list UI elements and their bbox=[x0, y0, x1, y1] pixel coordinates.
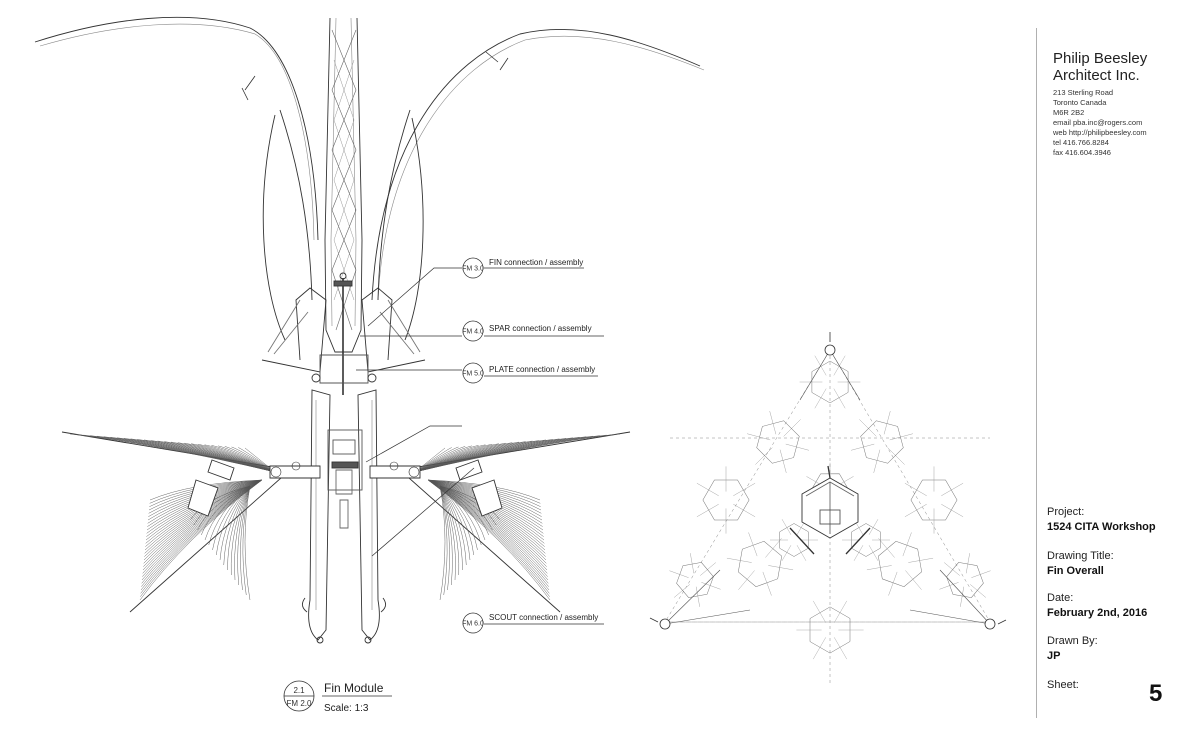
callout-labels: FM 3.0 FIN connection / assembly FM 4.0 … bbox=[462, 258, 598, 628]
callout-fm4 bbox=[360, 320, 604, 342]
plan-hub bbox=[789, 465, 871, 555]
sheet-label: Sheet: bbox=[1047, 679, 1079, 691]
callout-label-scout: SCOUT connection / assembly bbox=[489, 613, 598, 622]
callouts bbox=[356, 257, 604, 634]
callout-fm5 bbox=[356, 362, 598, 384]
drawing-title-text: Fin Module bbox=[324, 681, 384, 695]
firm-fax: fax 416.604.3946 bbox=[1053, 148, 1111, 157]
drawing-number-top: 2.1 bbox=[293, 686, 305, 695]
callout-tag-fm4: FM 4.0 bbox=[462, 329, 484, 336]
plan-anchor-points bbox=[649, 332, 1007, 630]
title-block: Philip Beesley Architect Inc. 213 Sterli… bbox=[1036, 28, 1200, 718]
sheet-number: 5 bbox=[1149, 680, 1163, 707]
callout-fm3 bbox=[367, 257, 584, 327]
firm-address-line1: 213 Sterling Road bbox=[1053, 88, 1114, 97]
callout-label-fin: FIN connection / assembly bbox=[489, 258, 583, 267]
left-wing-feathers bbox=[69, 433, 276, 601]
project-value: 1524 CITA Workshop bbox=[1047, 521, 1156, 533]
drawing-title-label: Drawing Title: bbox=[1047, 550, 1114, 562]
firm-email: email pba.inc@rogers.com bbox=[1053, 118, 1143, 127]
firm-name-line1: Philip Beesley bbox=[1053, 50, 1148, 67]
side-wings bbox=[61, 431, 631, 613]
callout-tag-fm6: FM 6.0 bbox=[462, 621, 484, 628]
fin-module-elevation bbox=[34, 16, 705, 644]
central-spine bbox=[324, 17, 363, 395]
drawing-title: 2.1 FM 2.0 Fin Module Scale: 1:3 bbox=[283, 680, 392, 714]
drawing-number-bottom: FM 2.0 bbox=[287, 699, 312, 708]
firm-tel: tel 416.766.8284 bbox=[1053, 138, 1109, 147]
drawn-by-label: Drawn By: bbox=[1047, 635, 1098, 647]
plan-view bbox=[649, 332, 1007, 685]
callout-tag-fm5: FM 5.0 bbox=[462, 371, 484, 378]
upper-fins bbox=[34, 16, 705, 341]
drawing-scale-text: Scale: 1:3 bbox=[324, 703, 369, 714]
date-label: Date: bbox=[1047, 592, 1074, 604]
callout-fm6 bbox=[371, 467, 604, 634]
right-wing-feathers bbox=[414, 433, 621, 601]
date-value: February 2nd, 2016 bbox=[1047, 607, 1148, 619]
firm-postal-code: M6R 2B2 bbox=[1053, 108, 1085, 117]
callout-label-plate: PLATE connection / assembly bbox=[489, 365, 595, 374]
project-label: Project: bbox=[1047, 506, 1085, 518]
firm-web: web http://philipbeesley.com bbox=[1053, 128, 1147, 137]
firm-address-line2: Toronto Canada bbox=[1053, 98, 1107, 107]
callout-tag-fm3: FM 3.0 bbox=[462, 266, 484, 273]
star-pattern bbox=[664, 349, 991, 660]
drawn-by-value: JP bbox=[1047, 650, 1061, 662]
drawing-title-value: Fin Overall bbox=[1047, 565, 1104, 577]
callout-unlabeled-leader bbox=[365, 425, 462, 463]
callout-label-spar: SPAR connection / assembly bbox=[489, 324, 592, 333]
firm-name-line2: Architect Inc. bbox=[1053, 67, 1140, 84]
